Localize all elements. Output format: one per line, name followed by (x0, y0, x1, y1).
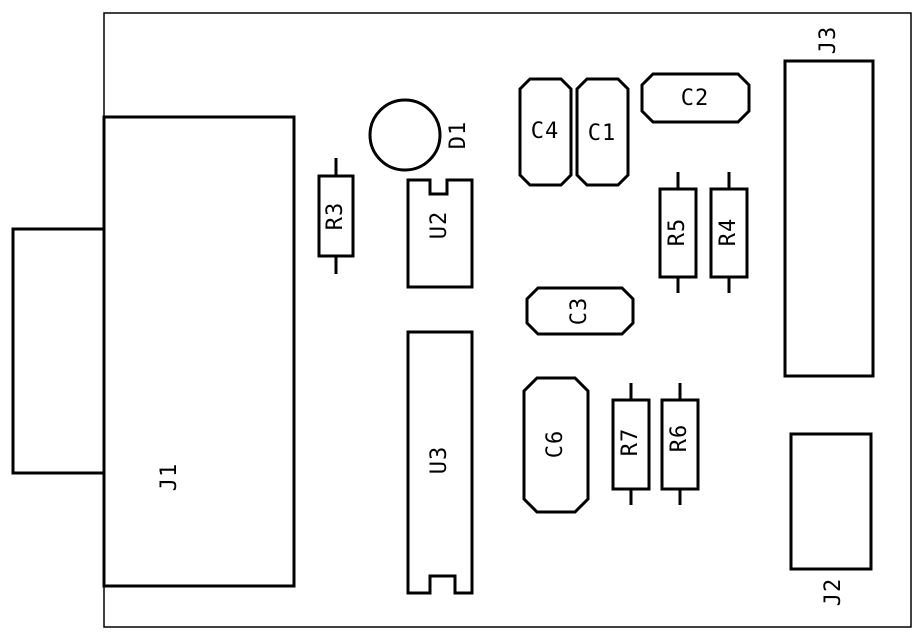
j2-label: J2 (821, 578, 846, 607)
capacitor-c1: C1 (575, 77, 630, 187)
c2-body (640, 72, 751, 124)
c6-body (522, 376, 590, 514)
c6-label: C6 (543, 430, 568, 459)
r6-body (660, 398, 700, 491)
c1-label: C1 (588, 121, 617, 146)
j1-label: J1 (157, 463, 182, 492)
r3-label: R3 (323, 202, 348, 231)
resistor-r6: R6 (660, 383, 700, 505)
ic-u3: U3 (406, 330, 474, 595)
d1-label: D1 (446, 121, 471, 150)
r4-body (709, 187, 749, 279)
c3-label: C3 (567, 297, 592, 326)
r5-label: R5 (665, 218, 690, 247)
r4-label: R4 (716, 218, 741, 247)
r7-label: R7 (618, 428, 643, 457)
c4-body (518, 77, 573, 187)
r3-body (317, 174, 355, 258)
connector-j3: J3 (783, 26, 875, 378)
j1-body (102, 115, 296, 588)
capacitor-c3: C3 (525, 286, 635, 336)
r6-label: R6 (667, 424, 692, 453)
u2-label: U2 (427, 211, 452, 240)
c3-body (525, 286, 635, 336)
c1-body (575, 77, 630, 187)
connector-j2: J2 (789, 432, 873, 607)
d1-body (368, 98, 442, 172)
j1-shell (11, 227, 106, 475)
led-d1: D1 (368, 98, 471, 172)
u3-label: U3 (427, 446, 452, 475)
ic-u2: U2 (406, 178, 474, 289)
c2-label: C2 (681, 86, 710, 111)
u2-body (406, 178, 474, 289)
c4-label: C4 (531, 119, 560, 144)
j3-body (783, 59, 875, 378)
resistor-r4: R4 (709, 172, 749, 293)
connector-j1: J1 (11, 115, 296, 588)
capacitor-c4: C4 (518, 77, 573, 187)
resistor-r5: R5 (658, 172, 698, 293)
j2-body (789, 432, 873, 571)
u3-body (406, 330, 474, 595)
r7-body (611, 398, 651, 491)
j3-label: J3 (816, 26, 841, 55)
resistor-r7: R7 (611, 383, 651, 505)
capacitor-c2: C2 (640, 72, 751, 124)
resistor-r3: R3 (317, 158, 355, 274)
capacitor-c6: C6 (522, 376, 590, 514)
r5-body (658, 187, 698, 279)
